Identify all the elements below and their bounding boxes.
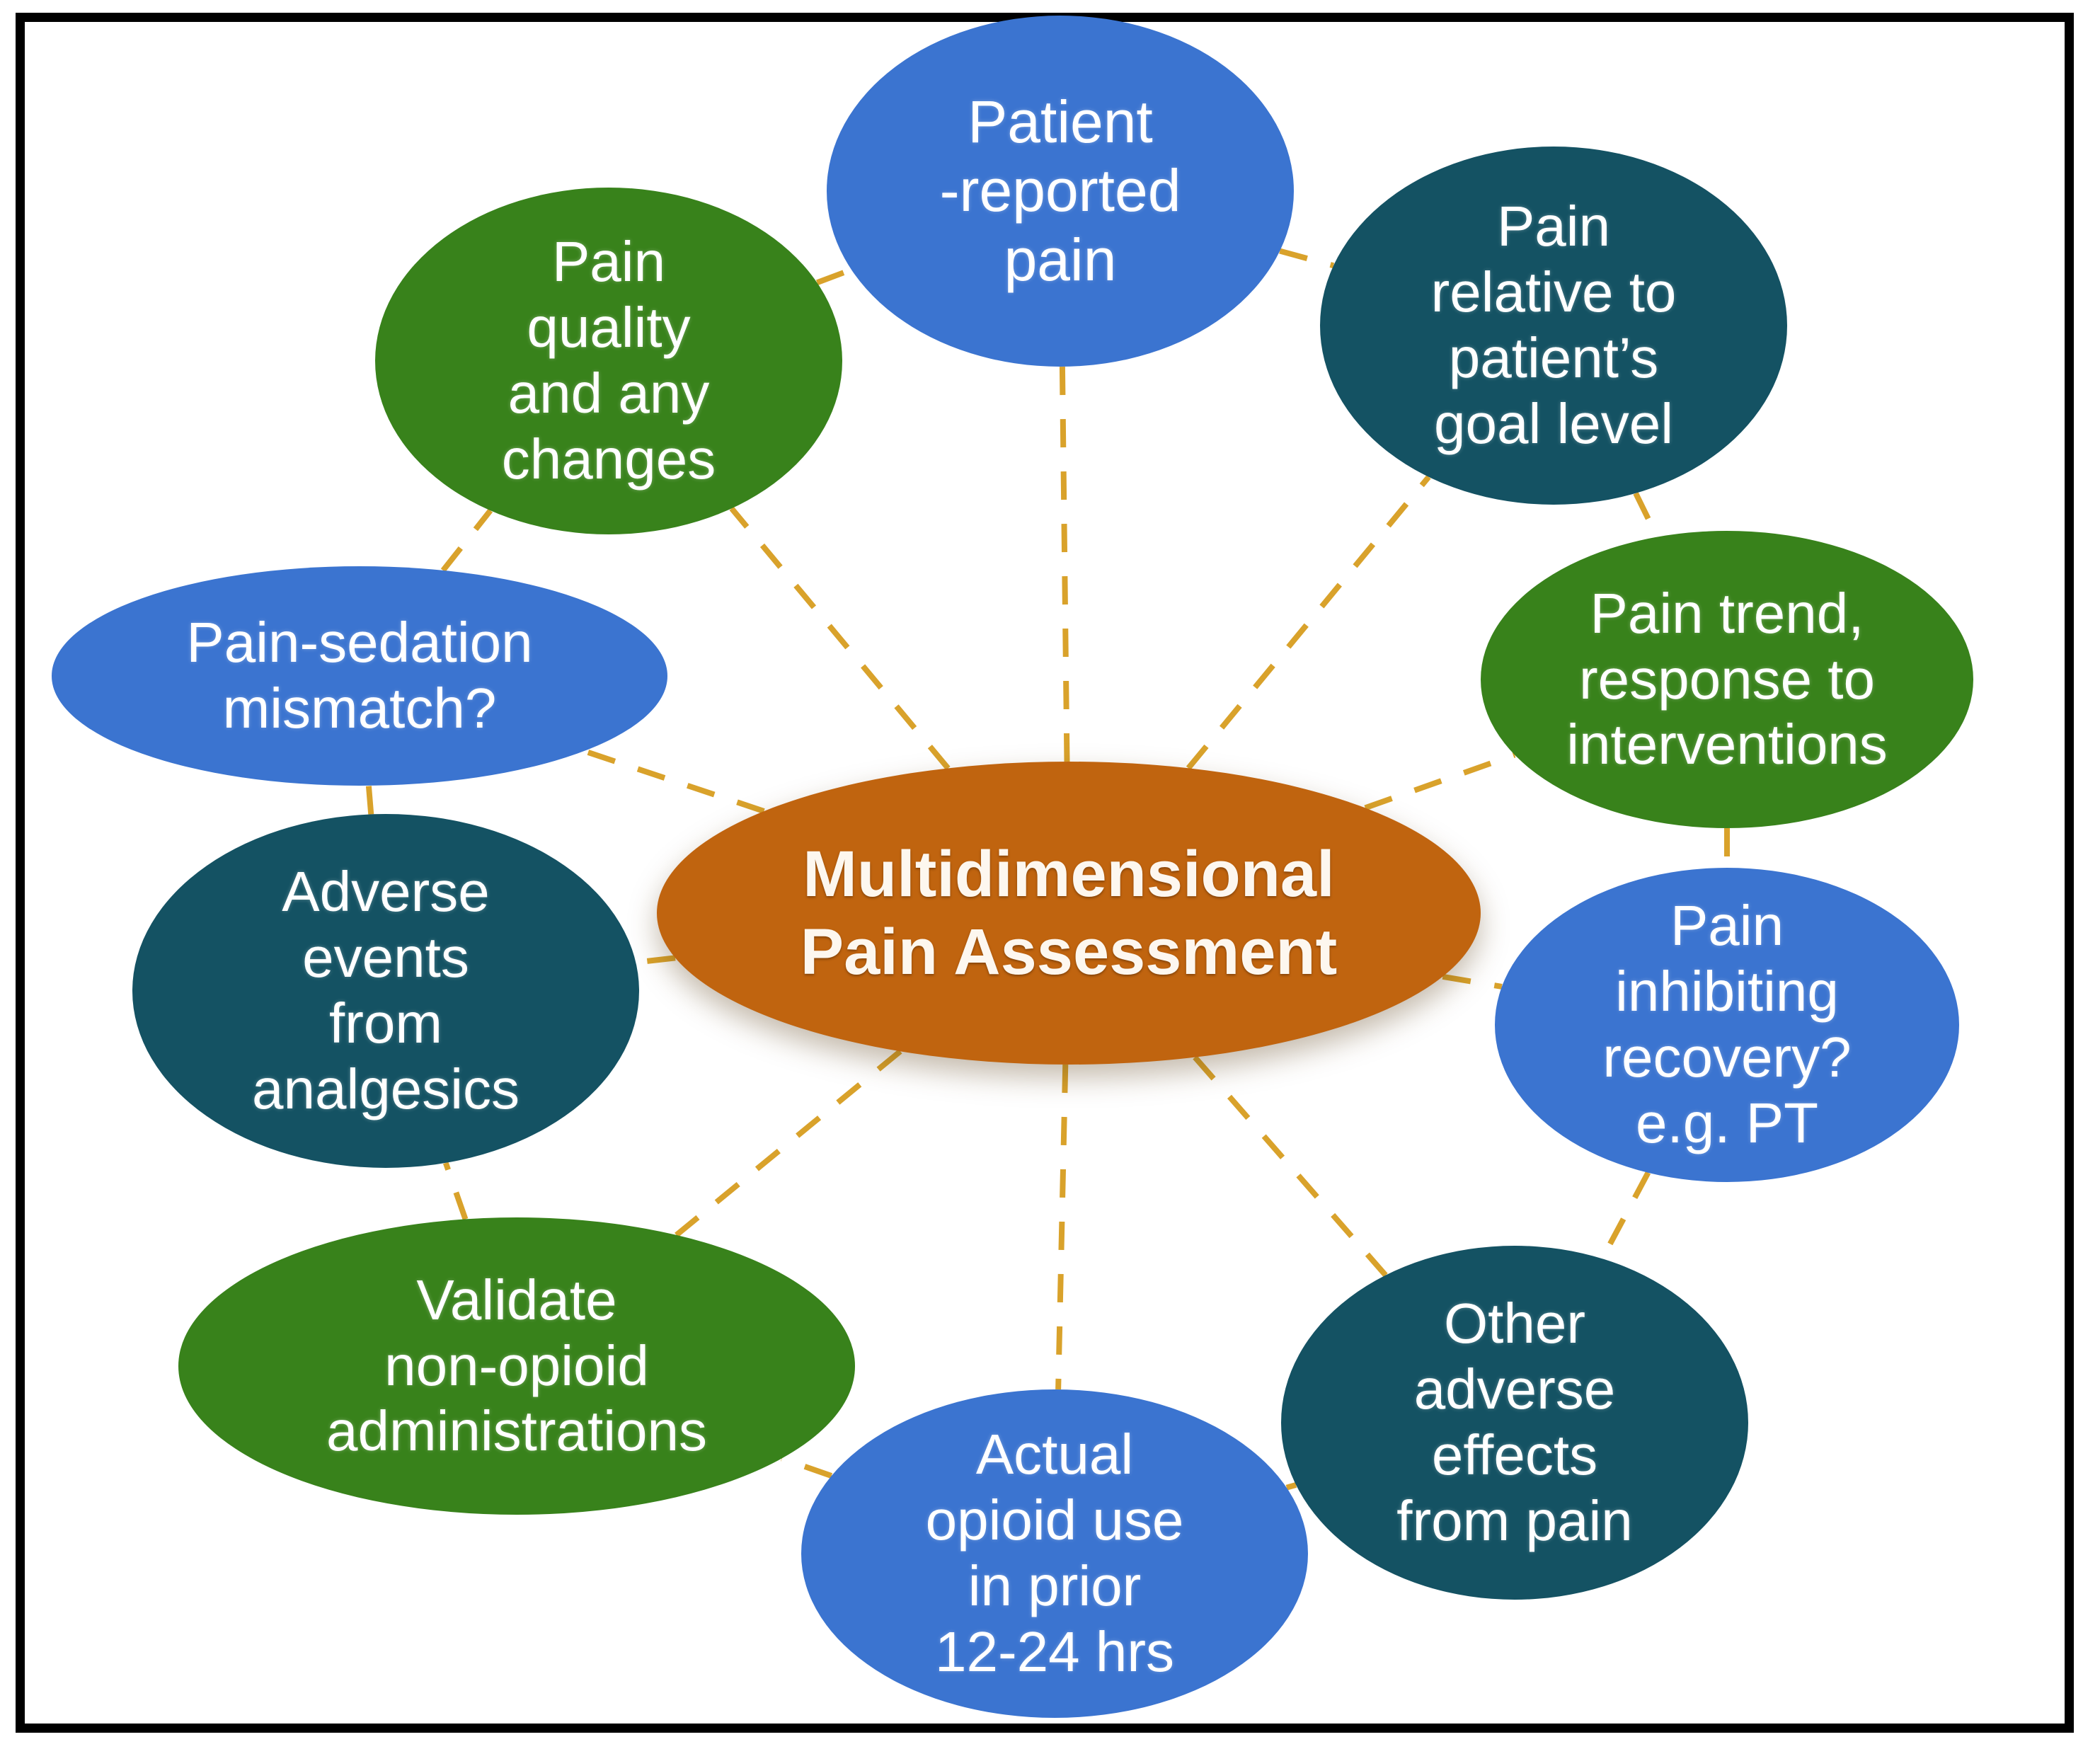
node-label: Pain quality and any changes bbox=[501, 230, 716, 491]
node-pain-sedation-mismatch[interactable]: Pain-sedation mismatch? bbox=[52, 566, 667, 786]
node-label: Pain trend, response to interventions bbox=[1566, 581, 1888, 776]
node-adverse-events-analgesics[interactable]: Adverse events from analgesics bbox=[132, 814, 639, 1168]
node-label: Pain inhibiting recovery? e.g. PT bbox=[1602, 894, 1852, 1154]
connector-line bbox=[1193, 1055, 1388, 1278]
node-pain-inhibiting-recovery[interactable]: Pain inhibiting recovery? e.g. PT bbox=[1495, 868, 1959, 1182]
connector-line bbox=[365, 785, 374, 815]
connector-line bbox=[729, 506, 951, 770]
connector-line bbox=[1364, 752, 1516, 811]
node-validate-non-opioid[interactable]: Validate non-opioid administrations bbox=[178, 1217, 855, 1515]
node-label: Patient -reported pain bbox=[939, 88, 1181, 293]
connector-line bbox=[583, 748, 765, 814]
connector-line bbox=[1442, 973, 1503, 990]
node-label: Adverse events from analgesics bbox=[251, 860, 520, 1120]
connector-line bbox=[440, 508, 493, 573]
node-actual-opioid-use[interactable]: Actual opioid use in prior 12-24 hrs bbox=[801, 1389, 1308, 1718]
node-pain-relative-goal[interactable]: Pain relative to patient’s goal level bbox=[1320, 147, 1787, 505]
connector-line bbox=[815, 267, 853, 286]
connector-line bbox=[781, 1455, 833, 1479]
node-label: Pain relative to patient’s goal level bbox=[1430, 195, 1677, 455]
node-other-adverse-effects[interactable]: Other adverse effects from pain bbox=[1281, 1246, 1748, 1600]
center-node-label: Multidimensional Pain Assessment bbox=[800, 837, 1338, 988]
connector-line bbox=[1633, 492, 1660, 539]
connector-line bbox=[1059, 366, 1070, 762]
center-node-multidimensional-pain-assessment[interactable]: Multidimensional Pain Assessment bbox=[657, 762, 1481, 1065]
connector-line bbox=[1055, 1064, 1069, 1390]
connector-line bbox=[1279, 248, 1335, 269]
connector-line bbox=[1186, 475, 1431, 770]
node-pain-trend-response[interactable]: Pain trend, response to interventions bbox=[1481, 531, 1973, 828]
node-label: Actual opioid use in prior 12-24 hrs bbox=[925, 1423, 1184, 1683]
connector-line bbox=[443, 1162, 469, 1220]
connector-line bbox=[675, 1049, 902, 1237]
node-label: Validate non-opioid administrations bbox=[326, 1268, 707, 1463]
node-patient-reported-pain[interactable]: Patient -reported pain bbox=[827, 16, 1294, 367]
node-pain-quality-changes[interactable]: Pain quality and any changes bbox=[375, 188, 842, 534]
node-label: Pain-sedation mismatch? bbox=[186, 611, 533, 740]
connector-line bbox=[1600, 1171, 1651, 1261]
connector-line bbox=[1285, 1482, 1297, 1491]
connector-line bbox=[635, 955, 676, 965]
node-label: Other adverse effects from pain bbox=[1396, 1292, 1633, 1552]
